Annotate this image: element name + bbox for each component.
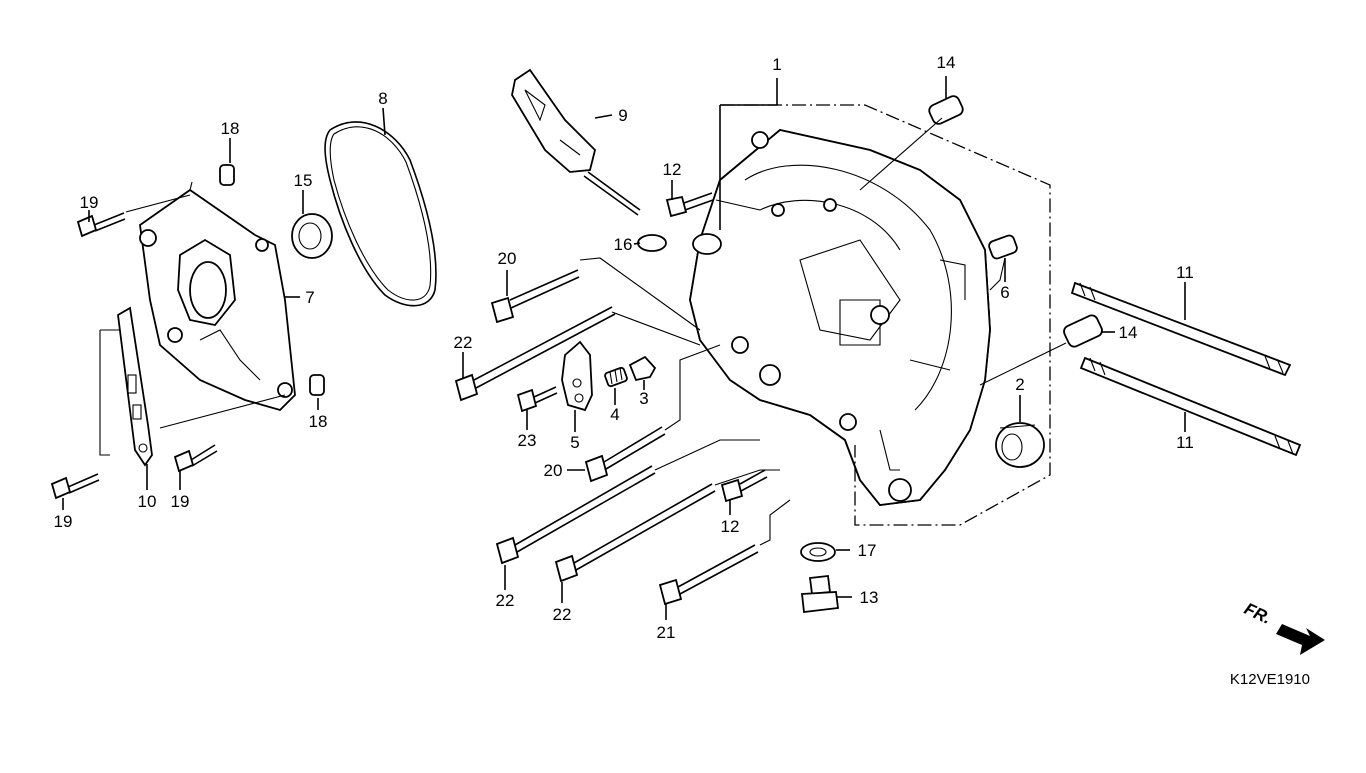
callout-15: 15 xyxy=(294,171,313,190)
callout-16: 16 xyxy=(614,235,633,254)
callout-13: 13 xyxy=(860,588,879,607)
bolt-22-upper xyxy=(454,306,616,402)
callout-22-upper: 22 xyxy=(454,333,473,352)
callout-18-bottom: 18 xyxy=(309,412,328,431)
bolt-20-lower xyxy=(584,426,666,483)
stud-bolt-lower xyxy=(1079,356,1302,457)
callout-10: 10 xyxy=(138,492,157,511)
callout-22-low: 22 xyxy=(553,605,572,624)
callout-6: 6 xyxy=(1000,283,1009,302)
plate-part xyxy=(117,306,153,467)
callout-14-top: 14 xyxy=(937,53,956,72)
o-ring-gasket xyxy=(324,121,437,307)
alignment-lines xyxy=(99,117,1067,546)
bolt-12-lower xyxy=(720,469,768,503)
washer-17 xyxy=(800,542,836,562)
bolt-12-top xyxy=(665,192,714,218)
dowel-18-bottom xyxy=(309,374,325,396)
callout-17: 17 xyxy=(858,541,877,560)
front-direction-arrow xyxy=(1276,624,1325,655)
callout-leaders xyxy=(62,76,1186,620)
bolt-22-mid xyxy=(495,465,656,565)
callout-9: 9 xyxy=(618,106,627,125)
callout-7: 7 xyxy=(305,288,314,307)
callout-2: 2 xyxy=(1015,375,1024,394)
callout-3: 3 xyxy=(639,389,648,408)
callout-19-right: 19 xyxy=(171,492,190,511)
water-pump-cover xyxy=(139,181,296,412)
callout-19-top: 19 xyxy=(80,193,99,212)
front-label: FR. xyxy=(1241,599,1274,628)
bolt-19-bottom-right xyxy=(173,444,218,473)
callout-11-lower: 11 xyxy=(1176,433,1194,452)
bolt-23 xyxy=(516,386,558,413)
callout-18-top: 18 xyxy=(221,119,240,138)
callout-19-left: 19 xyxy=(54,512,73,531)
bolt-19-top xyxy=(76,212,126,238)
callout-23: 23 xyxy=(518,431,537,450)
dowel-18-top xyxy=(219,164,235,186)
dowel-14-top xyxy=(928,95,964,125)
bolt-19-bottom-left xyxy=(50,473,100,500)
callout-labels: 1 14 9 12 16 20 22 23 5 4 3 6 14 2 11 11… xyxy=(54,53,1310,688)
crankcase xyxy=(689,129,991,506)
bolt-21 xyxy=(658,544,759,606)
dowel-14-right xyxy=(1063,314,1103,348)
plunger-3 xyxy=(628,355,657,382)
spring-4 xyxy=(604,366,628,388)
callout-20-upper: 20 xyxy=(498,249,517,268)
bracket-5 xyxy=(561,340,593,412)
dowel-6 xyxy=(988,234,1018,260)
leader-1b xyxy=(720,78,778,106)
callout-21: 21 xyxy=(657,623,676,642)
assembly-outline xyxy=(720,104,1051,526)
callout-4: 4 xyxy=(610,405,619,424)
callout-11-upper: 11 xyxy=(1176,263,1194,282)
callout-20-lower: 20 xyxy=(544,461,563,480)
callout-14-right: 14 xyxy=(1119,323,1138,342)
washer-16 xyxy=(637,234,667,252)
diagram-code: K12VE1910 xyxy=(1230,671,1310,688)
drain-bolt-13 xyxy=(801,575,840,613)
bearing-2 xyxy=(995,422,1045,468)
callout-8: 8 xyxy=(378,89,387,108)
callout-12-lower: 12 xyxy=(721,517,740,536)
stud-bolt-upper xyxy=(1070,281,1292,377)
callout-1: 1 xyxy=(772,55,781,74)
callout-5: 5 xyxy=(570,433,579,452)
bolt-20-upper xyxy=(490,269,580,324)
callout-22-mid: 22 xyxy=(496,591,515,610)
bolt-22-low xyxy=(554,483,716,583)
callout-12-top: 12 xyxy=(663,160,682,179)
oil-seal xyxy=(291,213,333,259)
dipstick xyxy=(511,68,641,216)
